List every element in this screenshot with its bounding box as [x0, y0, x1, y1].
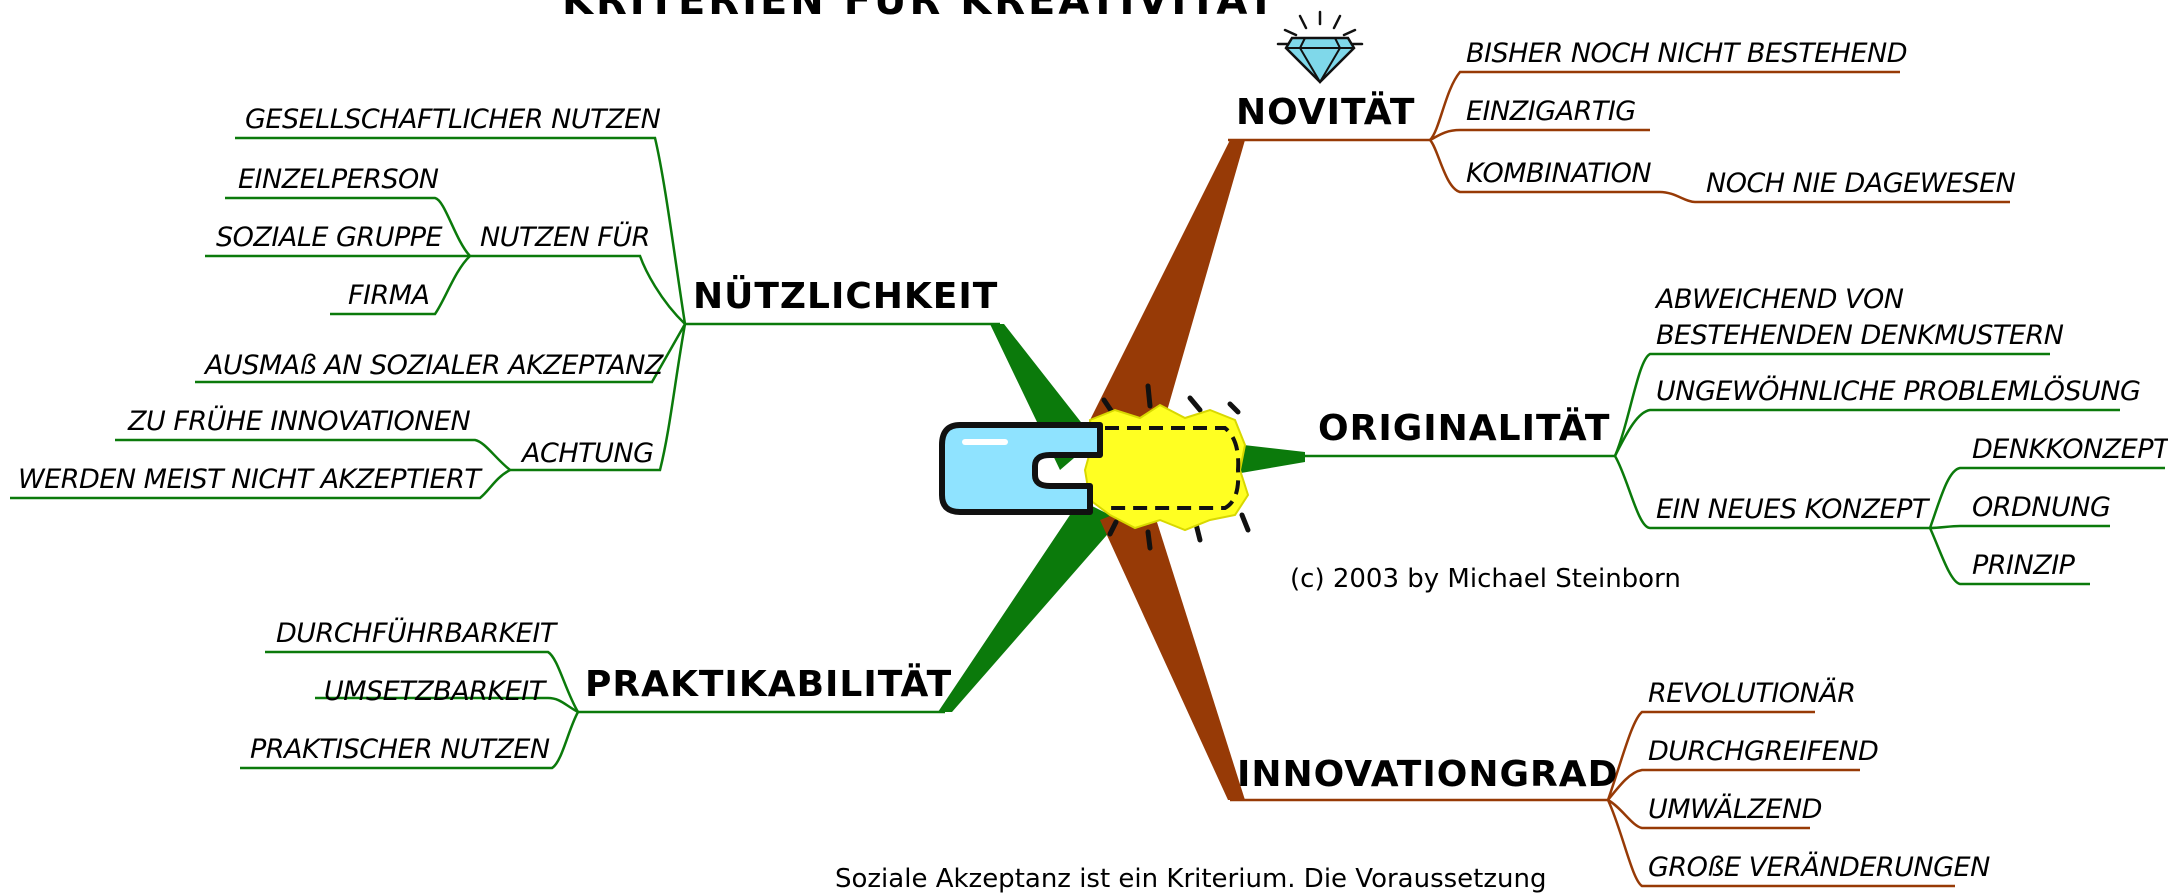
leaf-gesellschaftlicher-nutzen: GESELLSCHAFTLICHER NUTZEN [245, 104, 661, 135]
clip-icon [939, 422, 1103, 515]
leaf-kombination: KOMBINATION [1466, 158, 1652, 189]
leaf-durchgreifend: DURCHGREIFEND [1648, 736, 1879, 767]
wedge-innovationsgrad [1100, 500, 1245, 800]
leaf-ein-neues-konzept: EIN NEUES KONZEPT [1656, 494, 1928, 525]
leaf-bisher-noch-nicht-bestehend: BISHER NOCH NICHT BESTEHEND [1466, 38, 1908, 69]
leaf-werden-meist-nicht-akzeptiert: WERDEN MEIST NICHT AKZEPTIERT [18, 464, 481, 495]
lines-praktikabilitaet [240, 650, 945, 770]
branch-nuetzlichkeit: NÜTZLICHKEIT [693, 276, 999, 317]
leaf-umwaelzend: UMWÄLZEND [1648, 794, 1822, 825]
copyright-text: (c) 2003 by Michael Steinborn [1290, 564, 1681, 594]
leaf-durchfuehrbarkeit: DURCHFÜHRBARKEIT [276, 618, 556, 649]
leaf-bestehenden-denkmustern: BESTEHENDEN DENKMUSTERN [1656, 320, 2064, 351]
leaf-zu-fruehe-innovationen: ZU FRÜHE INNOVATIONEN [128, 406, 471, 437]
leaf-umsetzbarkeit: UMSETZBARKEIT [324, 676, 545, 707]
wedge-praktikabilitaet [938, 500, 1120, 712]
leaf-ausmass-sozialer-akzeptanz: AUSMAß AN SOZIALER AKZEPTANZ [205, 350, 663, 381]
lines-novitaet [1228, 70, 2010, 204]
footnote-text: Soziale Akzeptanz ist ein Kriterium. Die… [835, 864, 1547, 894]
leaf-einzigartig: EINZIGARTIG [1466, 96, 1636, 127]
lines-originalitaet [1300, 352, 2165, 586]
diamond-icon [1276, 10, 1364, 84]
leaf-nutzen-fuer: NUTZEN FÜR [480, 222, 650, 253]
sun-icon [1083, 383, 1251, 551]
leaf-firma: FIRMA [348, 280, 430, 311]
leaf-grosse-veraenderungen: GROßE VERÄNDERUNGEN [1648, 852, 1990, 883]
leaf-abweichend-von: ABWEICHEND VON [1656, 284, 1904, 315]
leaf-noch-nie-dagewesen: NOCH NIE DAGEWESEN [1706, 168, 2016, 199]
branch-originalitaet: ORIGINALITÄT [1318, 408, 1611, 449]
leaf-revolutionaer: REVOLUTIONÄR [1648, 678, 1856, 709]
leaf-denkkonzept: DENKKONZEPT [1972, 434, 2168, 465]
branch-innovationsgrad: INNOVATIONGRAD [1237, 754, 1619, 795]
leaf-ungewoehnliche-problemloesung: UNGEWÖHNLICHE PROBLEMLÖSUNG [1656, 376, 2141, 407]
leaf-ordnung: ORDNUNG [1972, 492, 2111, 523]
leaf-einzelperson: EINZELPERSON [238, 164, 439, 195]
branch-novitaet: NOVITÄT [1236, 92, 1416, 133]
page-title: KRITERIEN FÜR KREATIVITÄT [562, 0, 1278, 24]
leaf-soziale-gruppe: SOZIALE GRUPPE [216, 222, 443, 253]
wedge-novitaet [1080, 140, 1245, 470]
leaf-achtung: ACHTUNG [522, 438, 654, 469]
lines-nuetzlichkeit [10, 136, 1000, 500]
leaf-prinzip: PRINZIP [1972, 550, 2075, 581]
lines-innovationsgrad [1230, 710, 1955, 888]
branch-praktikabilitaet: PRAKTIKABILITÄT [585, 664, 953, 705]
leaf-praktischer-nutzen: PRAKTISCHER NUTZEN [250, 734, 550, 765]
